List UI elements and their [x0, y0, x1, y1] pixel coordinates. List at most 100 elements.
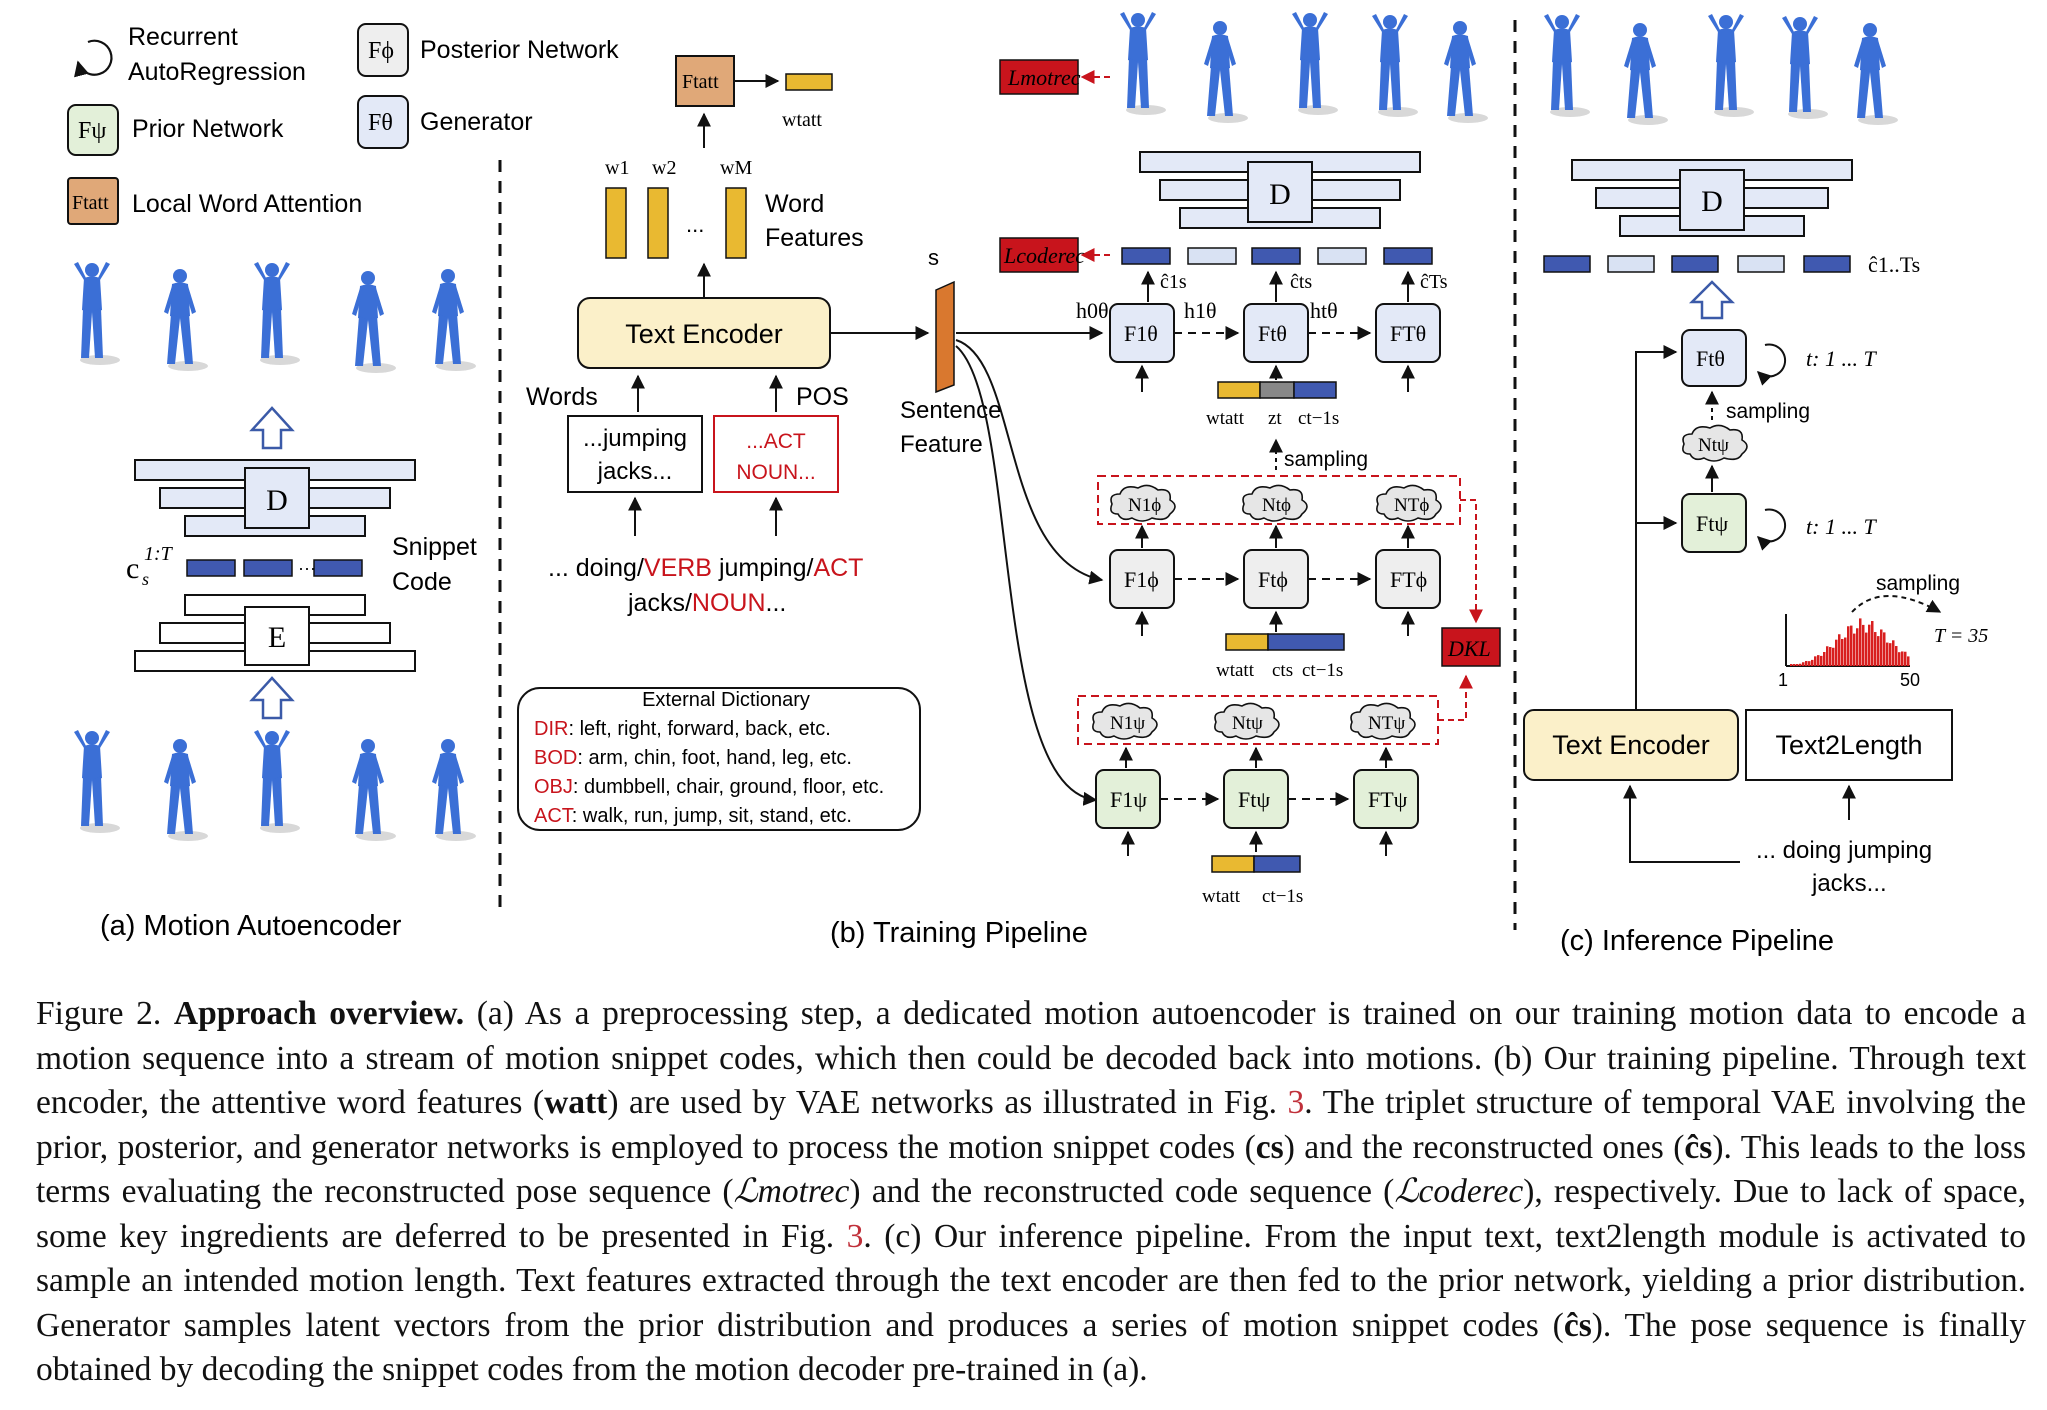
posterior-node-T [1375, 549, 1441, 609]
histogram-bar [1859, 618, 1862, 666]
sentence-feature-bar [935, 280, 955, 394]
histogram-bar [1898, 652, 1901, 666]
histogram-bar [1889, 643, 1892, 666]
legend-recurrent-line1: Recurrent [128, 23, 238, 51]
up-arrow-icon [249, 676, 295, 720]
legend-prior-label: Prior Network [132, 115, 284, 143]
code-output [1121, 247, 1171, 265]
histogram-bar [1793, 664, 1796, 666]
caption-text: . The triplet structure of temporal VAE … [36, 1084, 2027, 1166]
code-output [1543, 255, 1591, 273]
posterior-node-label: Ftϕ [1258, 567, 1288, 592]
histogram-bar [1892, 640, 1895, 666]
gen-input-label: zt [1268, 408, 1282, 429]
legend-posterior-swatch [357, 23, 409, 77]
generator-node-label: F1θ [1124, 321, 1158, 346]
pos-box-line1: ...ACT [746, 430, 806, 453]
histogram-bar [1856, 628, 1859, 666]
input-z [1259, 381, 1295, 399]
histogram-bar [1808, 661, 1811, 666]
inference-input-line1: ... doing jumping [1756, 837, 1932, 864]
external-dictionary-box [517, 687, 921, 831]
pos-label: POS [796, 383, 849, 411]
arrow [1460, 499, 1483, 624]
caption-figure-label: Figure 2. [36, 995, 162, 1032]
code-output [1671, 255, 1719, 273]
recurrent-arrow-icon [74, 39, 113, 78]
encoder-label: E [268, 621, 286, 654]
panel-b: w1 w2 wM ... Word Features Ftatt wtatt T… [517, 12, 1501, 949]
histogram-bar [1799, 663, 1802, 666]
legend-generator-label: Generator [420, 108, 533, 136]
sentence-feature-line2: Feature [900, 431, 983, 458]
generator-node-label: Ftθ [1258, 321, 1287, 346]
word-features-line2: Features [765, 224, 864, 252]
caption-fig-ref[interactable]: 3 [846, 1217, 864, 1255]
histogram-bar [1832, 647, 1835, 666]
histogram-bar [1868, 624, 1871, 666]
panel-a-output-poses [74, 262, 476, 373]
panel-a-title: (a) Motion Autoencoder [100, 910, 402, 942]
panel-a-input-poses [74, 730, 476, 841]
approach-overview-figure: Recurrent AutoRegression Fψ Prior Networ… [67, 12, 1988, 957]
caption-text: ) and the reconstructed ones ( [1283, 1128, 1685, 1166]
decoder-label: D [266, 484, 288, 517]
histogram-bar [1841, 638, 1844, 666]
arrow [1438, 674, 1473, 721]
legend-generator-swatch [357, 95, 409, 149]
posterior-dist-label: Ntϕ [1262, 495, 1291, 516]
histogram-bar [1805, 660, 1808, 666]
histogram-bar [1823, 652, 1826, 666]
caption-math: ℒmotrec [733, 1173, 850, 1210]
dictionary-row: DIR: left, right, forward, back, etc. [534, 718, 831, 740]
histogram-bar [1826, 646, 1829, 666]
recurrent-loop-icon [1756, 508, 1787, 551]
prior-node-label: FTψ [1368, 787, 1408, 812]
legend-att-label: Local Word Attention [132, 190, 362, 218]
inference-input-line2: jacks... [1811, 870, 1887, 897]
prior-dist-label: NTψ [1368, 713, 1405, 734]
word-feature-bar [647, 187, 669, 259]
word-features-line1: Word [765, 190, 824, 218]
c-hat-T: ĉTs [1420, 271, 1448, 293]
histogram-bar [1811, 659, 1814, 666]
posterior-dist-label: NTϕ [1394, 495, 1429, 516]
c-hat-1: ĉ1s [1160, 271, 1187, 293]
decoder-block [1679, 169, 1745, 231]
prior-input-label: ct−1s [1262, 886, 1303, 907]
panel-a: D c 1:T s ··· Snippet Code E (a) Motion … [74, 262, 477, 942]
histogram-bar [1904, 651, 1907, 666]
panel-c-title: (c) Inference Pipeline [1560, 925, 1834, 957]
input-w-att [1217, 381, 1261, 399]
gen-input-label: ct−1s [1298, 408, 1339, 429]
pos-box [713, 415, 839, 493]
histogram-bar [1829, 647, 1832, 666]
caption-text: . (c) Our inference pipeline. From the i… [36, 1217, 2026, 1344]
code-output [1187, 247, 1237, 265]
code-subscript: s [142, 569, 149, 589]
inference-generator-label: Ftθ [1696, 346, 1725, 371]
prior-node-label: F1ψ [1110, 787, 1147, 812]
up-arrow-icon [249, 406, 295, 450]
histogram-bar [1844, 637, 1847, 666]
caption-math: ĉs [1684, 1128, 1713, 1166]
posterior-dist-label: N1ϕ [1128, 495, 1161, 516]
input-w-att [1211, 855, 1255, 873]
c-hat-sequence: ĉ1..Ts [1868, 252, 1920, 277]
histogram-bar [1907, 656, 1910, 666]
caption-title: Approach overview. [173, 995, 465, 1032]
caption-math: ĉs [1563, 1306, 1592, 1344]
histogram-bar [1814, 656, 1817, 666]
pos-box-line2: NOUN... [736, 461, 815, 484]
input-text-line2: jacks/NOUN... [627, 589, 786, 617]
gen-loop-label: t: 1 ... T [1806, 346, 1877, 371]
decoder-block [244, 467, 310, 529]
caption-fig-ref[interactable]: 3 [1287, 1084, 1305, 1121]
words-box-line2: jacks... [597, 458, 673, 485]
text2length-label: Text2Length [1775, 730, 1922, 760]
inference-text-encoder-label: Text Encoder [1552, 730, 1710, 760]
figure-caption: Figure 2. Approach overview. (a) As a pr… [36, 992, 2026, 1393]
words-box [567, 415, 703, 493]
h-label-1: h1θ [1184, 298, 1217, 323]
recurrent-loop-icon [1756, 343, 1787, 386]
